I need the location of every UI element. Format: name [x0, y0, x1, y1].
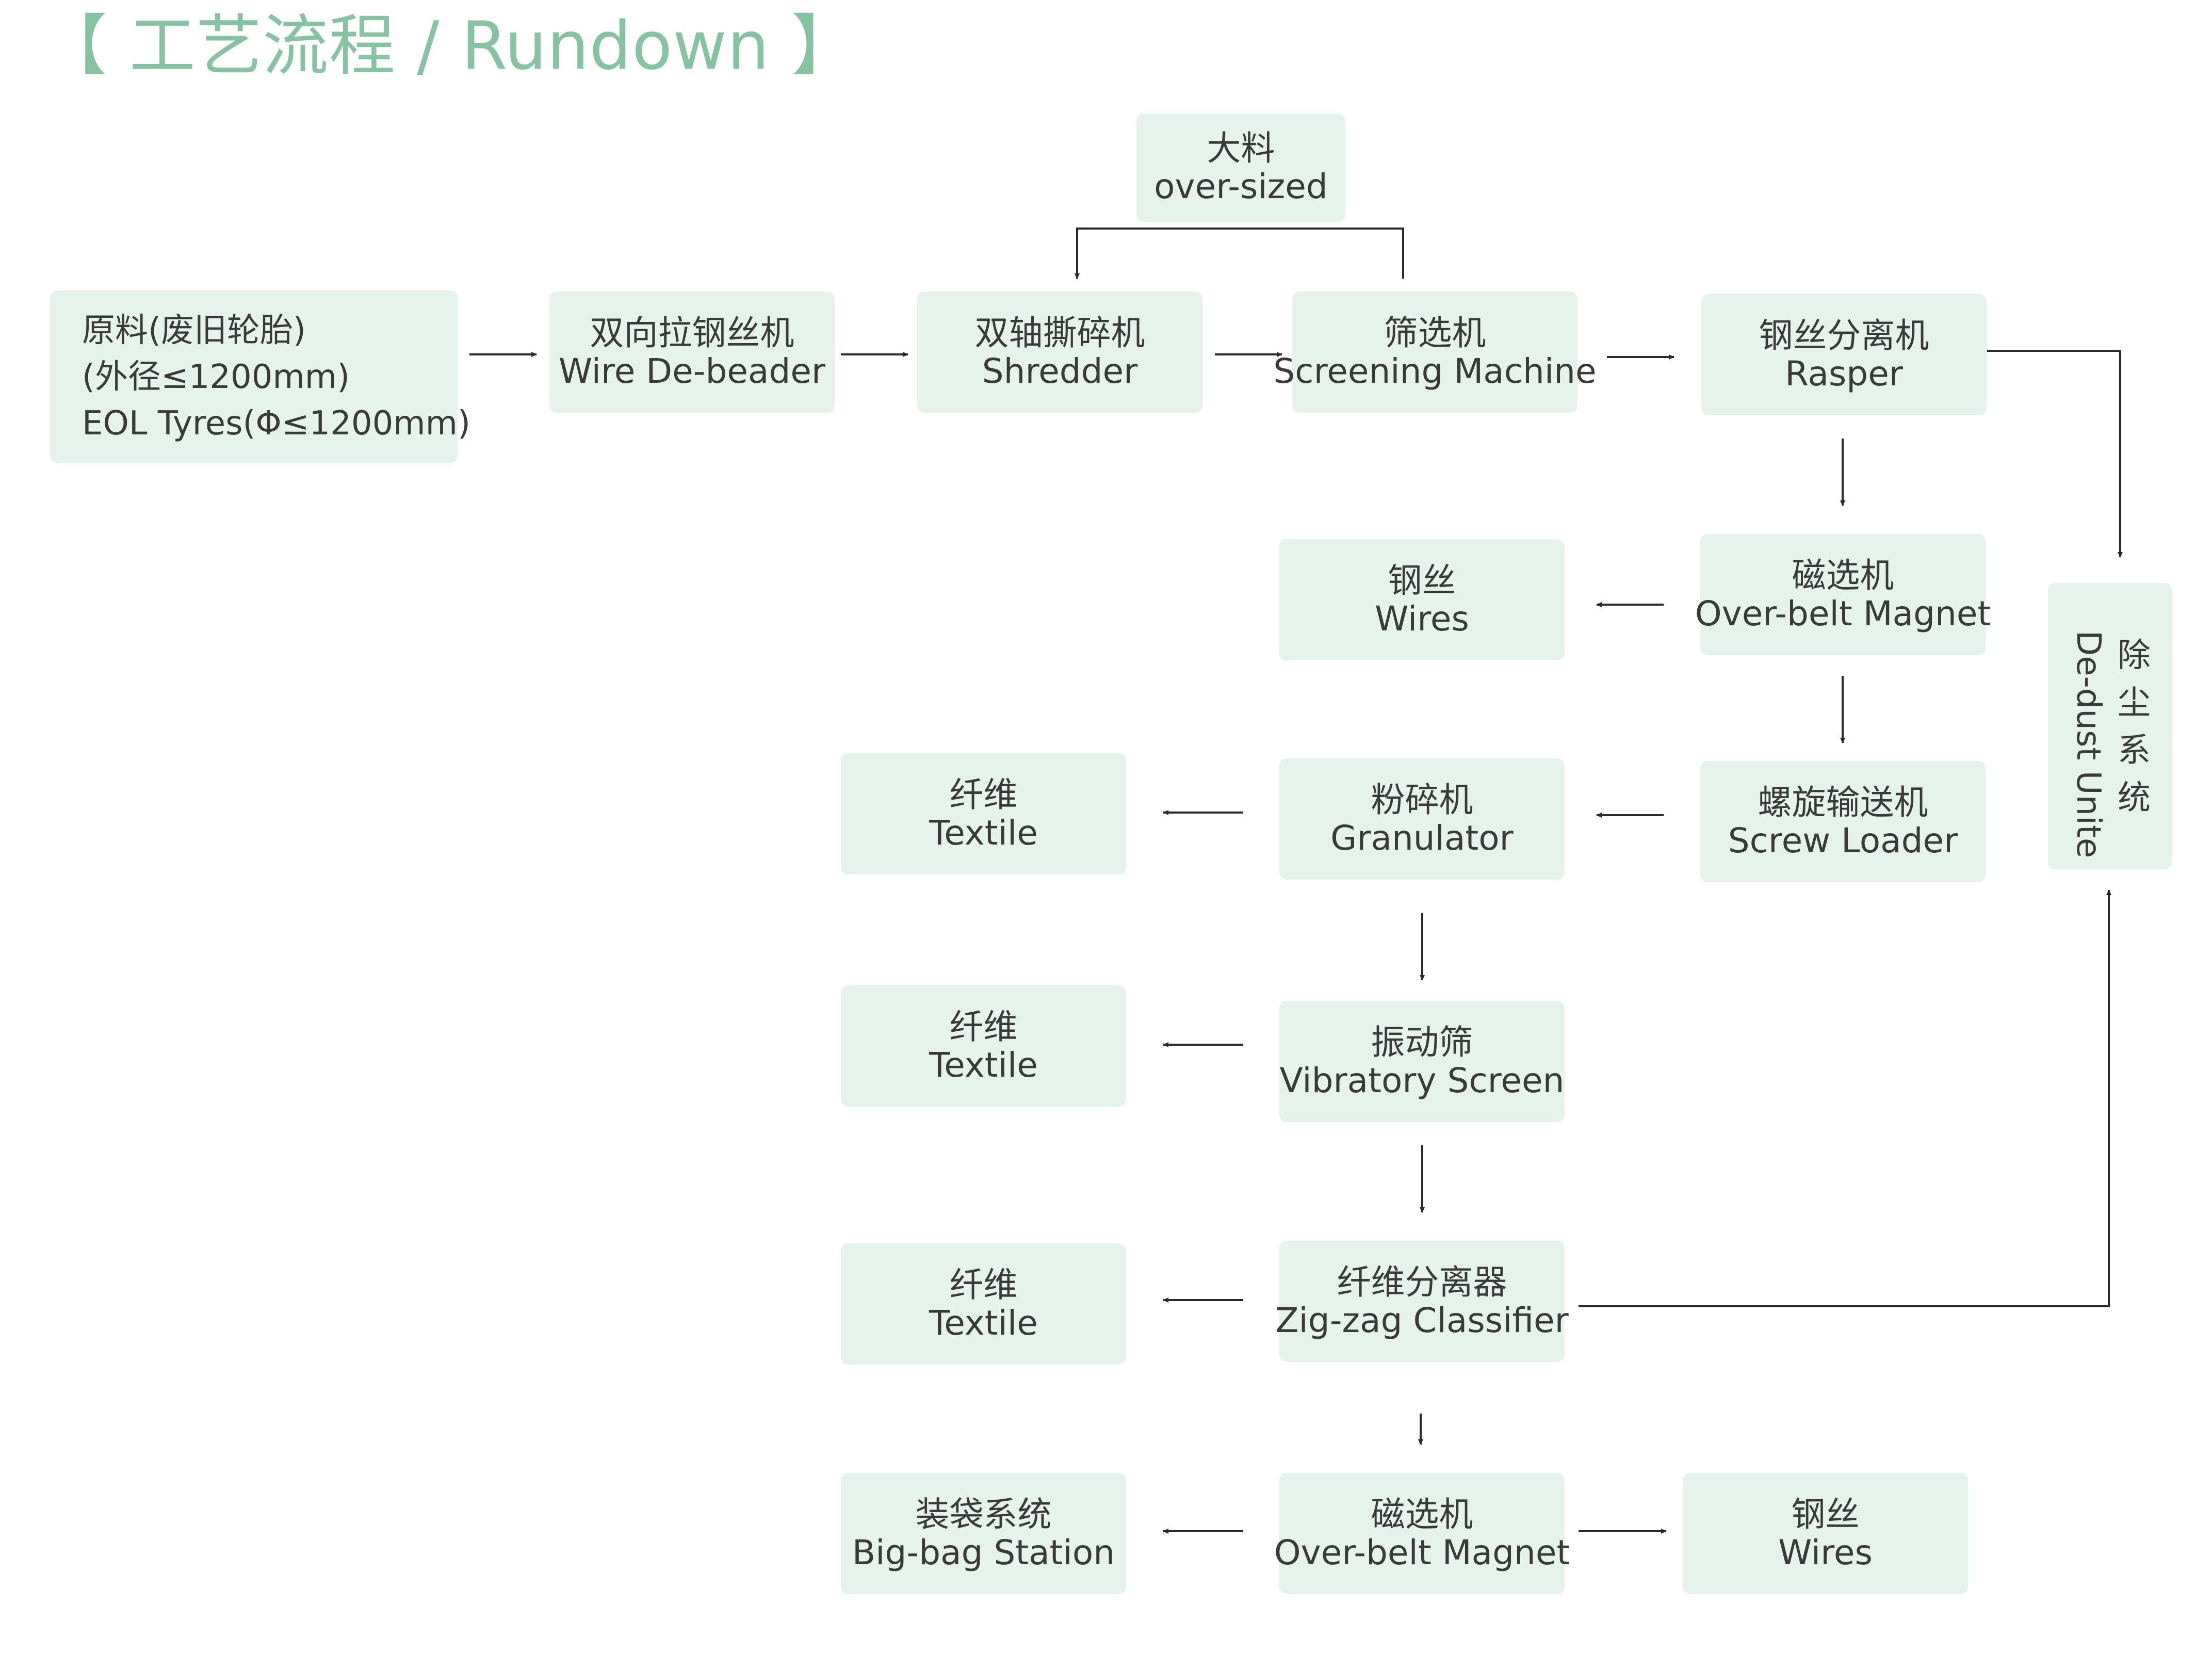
node-eol-tyres-cn: 原料(废旧轮胎): [82, 311, 306, 350]
node-rasper-en: Rasper: [1785, 353, 1903, 394]
node-wire-debeader-cn: 双向拉钢丝机: [590, 313, 794, 353]
node-textile-3: 纤维 Textile: [841, 1243, 1126, 1365]
node-vibratory-screen-cn: 振动筛: [1371, 1022, 1473, 1062]
node-dedust-cn-char-1: 除: [2118, 637, 2151, 675]
node-dedust-en: De-dust Unite: [2069, 630, 2107, 858]
node-over-belt-magnet-2-cn: 磁选机: [1371, 1494, 1473, 1534]
node-screw-loader: 螺旋输送机 Screw Loader: [1700, 761, 1986, 882]
node-shredder-cn: 双轴撕碎机: [974, 313, 1145, 353]
node-eol-tyres-en: EOL Tyres(Φ≤1200mm): [82, 404, 470, 443]
node-dedust-unite: [2048, 583, 2172, 869]
node-eol-tyres: 原料(废旧轮胎) (外径≤1200mm) EOL Tyres(Φ≤1200mm): [50, 290, 470, 463]
node-vibratory-screen: 振动筛 Vibratory Screen: [1279, 1001, 1565, 1122]
node-wires-1-cn: 钢丝: [1388, 560, 1456, 601]
node-screening-machine-cn: 筛选机: [1384, 313, 1486, 353]
node-over-belt-magnet-2: 磁选机 Over-belt Magnet: [1274, 1473, 1570, 1594]
node-vibratory-screen-en: Vibratory Screen: [1279, 1060, 1565, 1100]
arrow-rasper-to-dedust: [1987, 350, 2123, 558]
node-wires-2: 钢丝 Wires: [1683, 1473, 1968, 1594]
arrow-oversized-loop: [1075, 228, 1404, 279]
node-big-bag-station-en: Big-bag Station: [852, 1532, 1115, 1572]
node-screw-loader-en: Screw Loader: [1728, 820, 1958, 861]
node-wire-debeader: 双向拉钢丝机 Wire De-beader: [549, 291, 835, 413]
node-granulator-cn: 粉碎机: [1371, 780, 1473, 820]
node-over-belt-magnet-1-en: Over-belt Magnet: [1695, 593, 1991, 634]
node-screw-loader-cn: 螺旋输送机: [1758, 782, 1928, 822]
node-textile-2: 纤维 Textile: [841, 985, 1126, 1107]
node-wires-2-en: Wires: [1778, 1532, 1873, 1572]
node-wire-debeader-en: Wire De-beader: [558, 351, 826, 391]
node-big-bag-station: 装袋系统 Big-bag Station: [841, 1473, 1126, 1594]
node-shredder-en: Shredder: [982, 351, 1138, 391]
node-textile-2-en: Textile: [929, 1045, 1038, 1085]
node-wires-1: 钢丝 Wires: [1279, 539, 1565, 660]
node-dedust-cn: 除 尘 系 统: [2116, 632, 2152, 822]
node-textile-1-cn: 纤维: [949, 774, 1018, 815]
node-wires-1-en: Wires: [1375, 598, 1469, 639]
node-zigzag-classifier-cn: 纤维分离器: [1337, 1262, 1507, 1302]
node-eol-tyres-cn-size: (外径≤1200mm): [82, 358, 350, 396]
node-over-belt-magnet-1-cn: 磁选机: [1792, 555, 1894, 595]
arrow-classifier-to-dedust: [1579, 889, 2111, 1307]
node-granulator: 粉碎机 Granulator: [1279, 758, 1565, 880]
node-rasper: 钢丝分离机 Rasper: [1701, 294, 1987, 415]
node-screening-machine: 筛选机 Screening Machine: [1273, 291, 1597, 413]
node-screening-machine-en: Screening Machine: [1273, 351, 1597, 391]
node-dedust-cn-char-4: 统: [2118, 779, 2151, 817]
node-wires-2-cn: 钢丝: [1791, 1494, 1860, 1534]
node-shredder: 双轴撕碎机 Shredder: [917, 291, 1202, 413]
node-over-belt-magnet-1: 磁选机 Over-belt Magnet: [1695, 534, 1991, 655]
node-big-bag-station-cn: 装袋系统: [915, 1494, 1052, 1534]
node-dedust-cn-char-2: 尘: [2118, 684, 2151, 722]
node-textile-3-en: Textile: [929, 1303, 1038, 1343]
node-textile-1-en: Textile: [929, 813, 1038, 853]
node-over-belt-magnet-2-en: Over-belt Magnet: [1274, 1532, 1570, 1572]
node-oversized: 大料 over-sized: [1136, 113, 1345, 222]
node-zigzag-classifier: 纤维分离器 Zig-zag Classifier: [1275, 1241, 1569, 1362]
node-textile-3-cn: 纤维: [949, 1264, 1018, 1305]
node-dedust-cn-char-3: 系: [2118, 732, 2151, 770]
node-rasper-cn: 钢丝分离机: [1759, 315, 1929, 355]
node-zigzag-classifier-en: Zig-zag Classifier: [1275, 1300, 1569, 1340]
node-oversized-en: over-sized: [1154, 167, 1328, 206]
node-granulator-en: Granulator: [1330, 818, 1514, 858]
node-textile-2-cn: 纤维: [949, 1007, 1018, 1047]
node-oversized-cn: 大料: [1207, 128, 1275, 168]
page-title: 【 工艺流程 / Rundown 】: [41, 8, 858, 85]
node-textile-1: 纤维 Textile: [841, 753, 1126, 874]
